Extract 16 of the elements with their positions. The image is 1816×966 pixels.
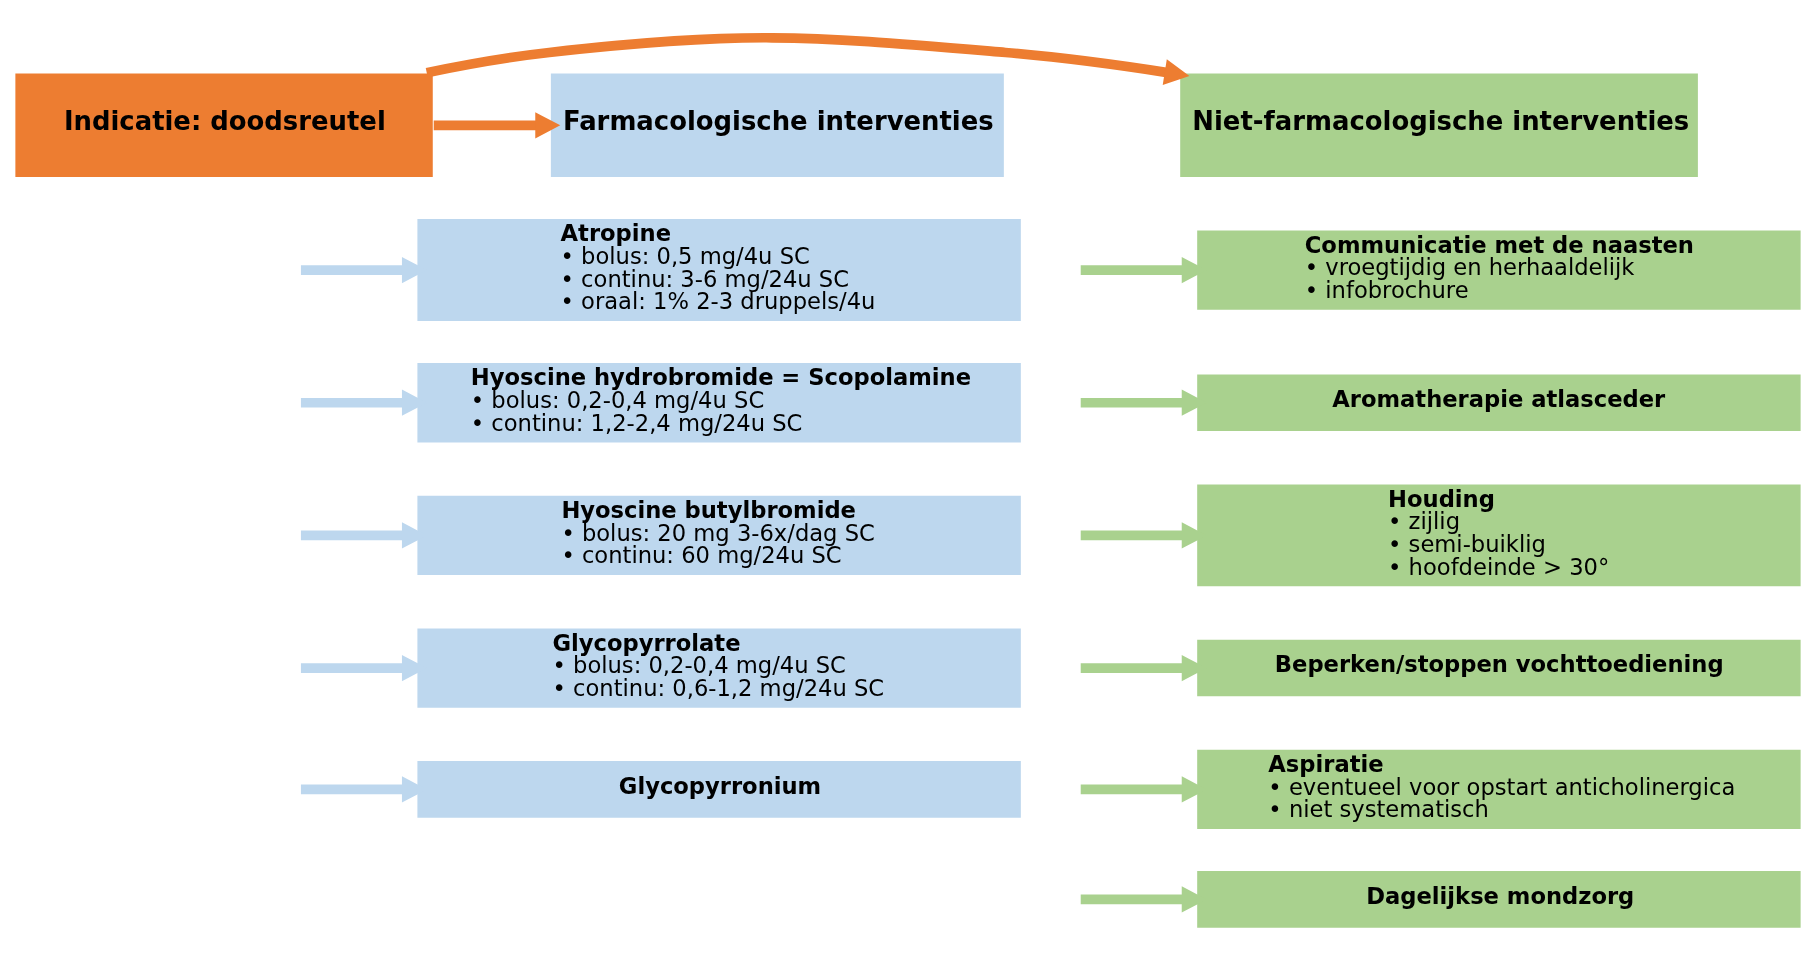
node-box: Hyoscine butylbromide • bolus: 20 mg 3-6x/dag SC • continu: 60 mg/24u SC	[415, 494, 1023, 577]
node-box: Beperken/stoppen vochttoediening	[1195, 638, 1803, 698]
node-box: Communicatie met de naasten • vroegtijdig en herhaaldelijk • infobrochure	[1195, 228, 1803, 312]
node-box: Niet-farmacologische interventies	[1178, 71, 1700, 179]
node-box: Houding • zijlig • semi-buiklig • hoofdeinde > 30°	[1195, 482, 1803, 588]
node-box: Aromatherapie atlasceder	[1195, 372, 1803, 433]
node-box: Glycopyrrolate • bolus: 0,2-0,4 mg/4u SC • continu: 0,6-1,2 mg/24u SC	[415, 626, 1023, 710]
node-box: Glycopyrronium	[415, 759, 1023, 820]
node-box: Indicatie: doodsreutel	[13, 71, 435, 179]
node-box: Hyoscine hydrobromide = Scopolamine • bolus: 0,2-0,4 mg/4u SC • continu: 1,2-2,4 mg/24u SC	[415, 361, 1023, 444]
node-box: Dagelijkse mondzorg	[1195, 869, 1803, 930]
node-box: Atropine • bolus: 0,5 mg/4u SC • continu: 3-6 mg/24u SC • oraal: 1% 2-3 druppels/4u	[415, 217, 1023, 323]
node-box: Aspiratie • eventueel voor opstart anticholinergica • niet systematisch	[1195, 748, 1803, 831]
node-box: Farmacologische interventies	[549, 71, 1006, 179]
arrow	[425, 32, 1190, 86]
arrow	[433, 112, 561, 139]
